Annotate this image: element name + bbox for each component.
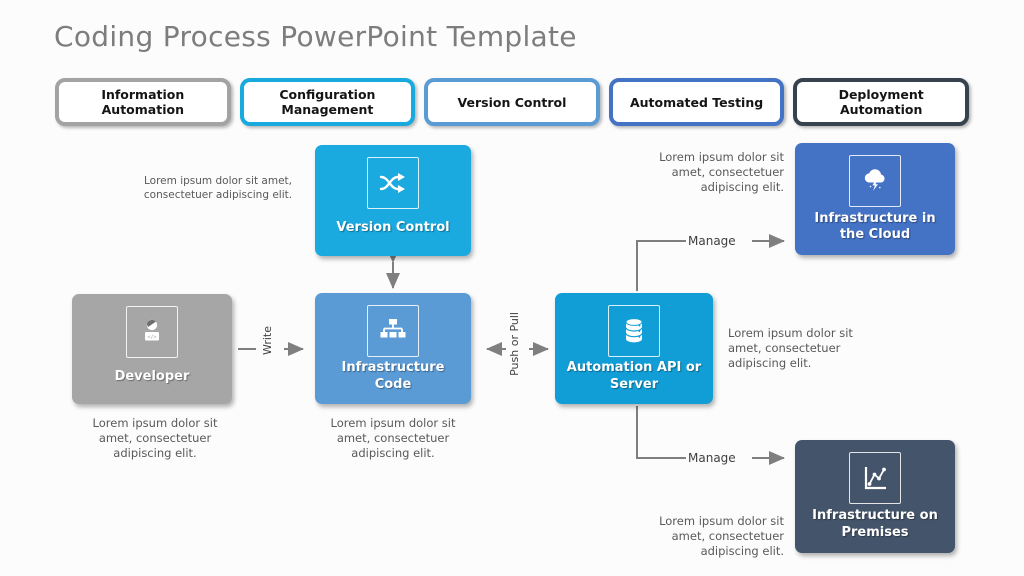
node-label: Automation API or Server [566, 360, 702, 392]
node-version-control[interactable]: Version Control [315, 145, 471, 256]
hierarchy-icon [367, 305, 419, 357]
process-tab-row: Information Automation Configuration Man… [55, 78, 969, 126]
tab-label: Deployment Automation [838, 87, 924, 117]
edge-label-push-or-pull: Push or Pull [508, 312, 521, 376]
node-label: Version Control [336, 220, 450, 236]
description-cloud: Lorem ipsum dolor sit amet, consectetuer… [659, 150, 784, 194]
description-infrastructure-code: Lorem ipsum dolor sit amet, consectetuer… [330, 416, 456, 460]
node-label: Infrastructure in the Cloud [814, 210, 936, 242]
node-label: Developer [114, 368, 190, 384]
node-label: Infrastructure on Premises [812, 508, 938, 540]
node-infrastructure-code[interactable]: Infrastructure Code [315, 293, 471, 404]
shuffle-icon [367, 157, 419, 209]
description-automation-api: Lorem ipsum dolor sit amet, consectetuer… [728, 326, 853, 370]
tab-version-control[interactable]: Version Control [424, 78, 600, 126]
node-infrastructure-cloud[interactable]: Infrastructure in the Cloud [795, 143, 955, 255]
manage-top-elbow [636, 240, 686, 291]
database-icon [608, 305, 660, 357]
description-version-control: Lorem ipsum dolor sit amet, consectetuer… [143, 175, 293, 201]
tab-deployment-automation[interactable]: Deployment Automation [793, 78, 969, 126]
node-label: Infrastructure Code [341, 360, 445, 392]
edge-label-manage-top: Manage [688, 234, 736, 248]
edge-label-write: Write [261, 326, 274, 356]
svg-text:</>: </> [147, 334, 156, 340]
developer-icon: </> [126, 306, 178, 358]
cloud-lightning-icon [849, 155, 901, 207]
tab-configuration-management[interactable]: Configuration Management [239, 78, 416, 126]
tab-automated-testing[interactable]: Automated Testing [608, 78, 785, 126]
tab-label: Version Control [457, 94, 567, 110]
manage-bottom-elbow [636, 406, 686, 459]
node-automation-api[interactable]: Automation API or Server [555, 293, 713, 404]
edge-label-manage-bottom: Manage [688, 451, 736, 465]
node-developer[interactable]: </> Developer [72, 294, 232, 404]
node-infrastructure-premises[interactable]: Infrastructure on Premises [795, 440, 955, 553]
tab-label: Configuration Management [279, 87, 376, 117]
page-title: Coding Process PowerPoint Template [54, 20, 577, 53]
description-premises: Lorem ipsum dolor sit amet, consectetuer… [659, 514, 784, 558]
tab-information-automation[interactable]: Information Automation [55, 78, 231, 126]
description-developer: Lorem ipsum dolor sit amet, consectetuer… [92, 416, 218, 460]
line-chart-icon [849, 452, 901, 504]
tab-label: Information Automation [101, 87, 185, 117]
tab-label: Automated Testing [629, 94, 764, 110]
